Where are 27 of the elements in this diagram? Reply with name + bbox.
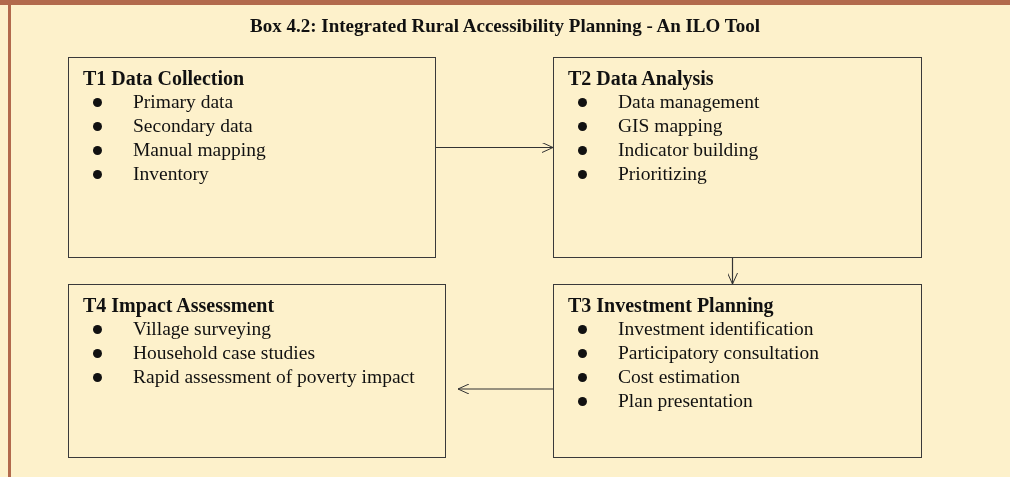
arrow [435, 142, 554, 153]
title: Box 4.2: Integrated Rural Accessibility Planning - An ILO Tool [249, 15, 761, 37]
list-item: Cost estimation [618, 365, 740, 389]
process-box [553, 57, 922, 258]
box-heading: T1 Data Collection [83, 66, 246, 90]
box-heading: T3 Investment Planning [568, 293, 775, 317]
list-item: Investment identification [618, 317, 814, 341]
list-item: GIS mapping [618, 114, 723, 138]
list-item: Village surveying [133, 317, 271, 341]
arrow [727, 257, 738, 285]
process-box [553, 284, 922, 458]
list-item: Primary data [133, 90, 234, 114]
list-item: Data management [618, 90, 760, 114]
list-item: Indicator building [618, 138, 759, 162]
box-heading: T4 Impact Assessment [83, 293, 276, 317]
list-item: Plan presentation [618, 389, 753, 413]
list-item: Prioritizing [618, 162, 707, 186]
process-box [68, 284, 446, 458]
list-item: Household case studies [133, 341, 315, 365]
list-item: Inventory [133, 162, 209, 186]
list-item: Rapid assessment of poverty impact [133, 365, 415, 389]
box-heading: T2 Data Analysis [568, 66, 715, 90]
process-box [68, 57, 436, 258]
arrow [457, 383, 554, 395]
list-item: Manual mapping [133, 138, 266, 162]
list-item: Participatory consultation [618, 341, 819, 365]
list-item: Secondary data [133, 114, 253, 138]
